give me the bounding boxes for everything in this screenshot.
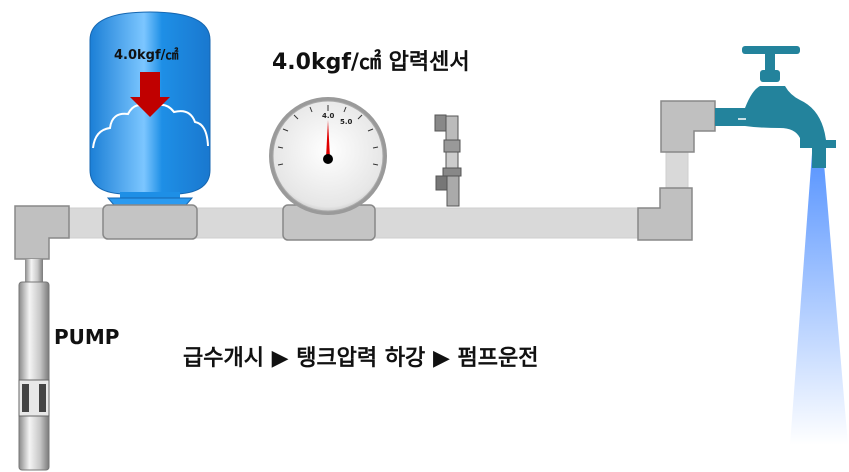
lower-right-elbow — [637, 187, 693, 241]
pressure-tank-icon — [89, 11, 211, 206]
pump-icon — [18, 259, 50, 471]
upper-right-elbow — [660, 100, 716, 153]
diagram-title: 4.0kgf/㎠ 압력센서 — [272, 50, 470, 75]
tank-pressure-label: 4.0kgf/㎠ — [114, 48, 179, 63]
pressure-down-arrow — [130, 72, 170, 117]
gauge-needle — [326, 120, 330, 158]
tank-fitting — [102, 204, 198, 240]
gauge-tick-5: 5.0 — [340, 118, 353, 126]
pressure-sensor-icon — [434, 114, 462, 207]
left-elbow — [14, 205, 70, 260]
process-sequence-text: 급수개시 ▶ 탱크압력 하강 ▶ 펌프운전 — [183, 346, 539, 371]
pressure-gauge-icon: 4.0 5.0 — [269, 97, 387, 215]
water-stream — [790, 140, 848, 445]
pump-label: PUMP — [54, 325, 120, 349]
gauge-tick-4: 4.0 — [322, 112, 335, 120]
vertical-pipe-right — [665, 149, 689, 193]
faucet-icon — [715, 46, 836, 168]
